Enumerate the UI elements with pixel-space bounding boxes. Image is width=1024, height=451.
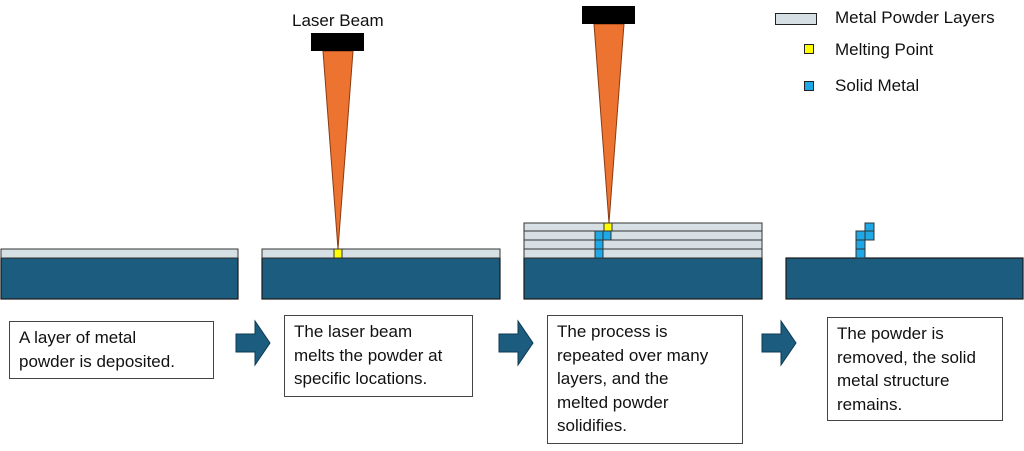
laser-beam-label: Laser Beam — [292, 11, 384, 30]
solid-metal-cell — [864, 230, 875, 241]
step-2-description: The laser beam melts the powder at speci… — [284, 315, 473, 397]
legend-solid-label: Solid Metal — [835, 76, 920, 95]
legend-solid-swatch — [804, 81, 814, 91]
solid-metal-cell — [602, 230, 612, 241]
laser-head — [311, 33, 364, 51]
substrate — [523, 257, 763, 300]
stage-2-scene — [261, 33, 501, 300]
solid-metal-cell — [855, 248, 866, 259]
powder-layer — [523, 239, 763, 250]
step-4-description: The powder is removed, the solid metal s… — [827, 317, 1003, 421]
solid-metal-cell — [594, 230, 604, 241]
right-arrow-icon — [235, 319, 271, 367]
right-arrow-icon — [761, 319, 797, 367]
powder-layer — [523, 222, 763, 232]
solid-metal-cell — [594, 248, 604, 259]
stage-4-scene — [785, 222, 1024, 300]
legend-melting-label: Melting Point — [835, 40, 934, 59]
substrate — [0, 257, 239, 300]
solid-metal-cell — [864, 222, 875, 232]
laser-beam — [322, 50, 354, 250]
right-arrow-icon — [498, 319, 534, 367]
melting-point — [603, 222, 613, 232]
substrate — [261, 257, 501, 300]
substrate — [785, 257, 1024, 300]
legend-powder-label: Metal Powder Layers — [835, 8, 995, 27]
melting-point — [333, 248, 343, 259]
solid-metal-cell — [594, 239, 604, 250]
legend-powder-swatch — [775, 13, 817, 25]
legend-melting-swatch — [804, 44, 814, 54]
solid-metal-cell — [855, 230, 866, 241]
powder-layer — [0, 248, 239, 259]
step-1-description: A layer of metal powder is deposited. — [9, 321, 214, 379]
laser-beam — [593, 23, 625, 224]
stage-1-scene — [0, 248, 239, 300]
stage-3-scene — [523, 6, 763, 300]
powder-layer — [523, 230, 763, 241]
powder-layer — [523, 248, 763, 259]
solid-metal-cell — [855, 239, 866, 250]
laser-head — [582, 6, 635, 24]
step-3-description: The process is repeated over many layers… — [547, 315, 743, 444]
powder-layer — [261, 248, 501, 259]
